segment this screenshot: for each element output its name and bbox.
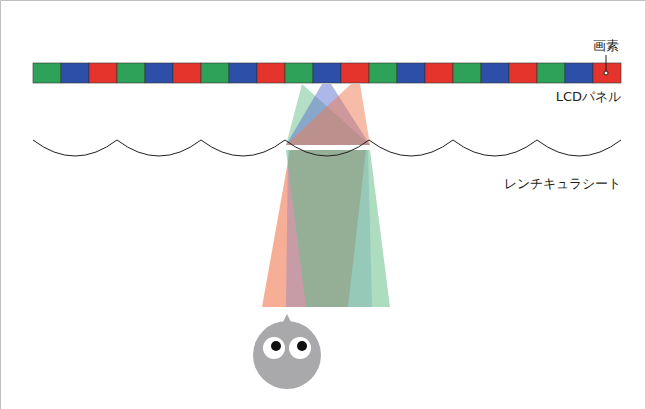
pixel	[593, 63, 621, 83]
pixel	[565, 63, 593, 83]
pixel	[369, 63, 397, 83]
pixel	[89, 63, 117, 83]
pixel	[341, 63, 369, 83]
light-cones	[262, 84, 390, 307]
pixel	[397, 63, 425, 83]
pixel	[61, 63, 89, 83]
lenticular-sheet	[33, 140, 621, 156]
pixel	[481, 63, 509, 83]
lcd-pixel-row	[33, 63, 621, 83]
pixel	[257, 63, 285, 83]
lens-sheet-label: レンチキュラシート	[504, 176, 621, 192]
pixel	[537, 63, 565, 83]
pixel-leader	[604, 55, 608, 75]
pixel	[145, 63, 173, 83]
viewer-face	[253, 314, 321, 389]
pixel	[509, 63, 537, 83]
pixel	[33, 63, 61, 83]
pixel	[425, 63, 453, 83]
pixel	[173, 63, 201, 83]
pixel-label: 画素	[593, 38, 619, 54]
pixel	[201, 63, 229, 83]
panel-label: LCDパネル	[556, 89, 621, 105]
pixel	[117, 63, 145, 83]
pixel	[229, 63, 257, 83]
pixel	[313, 63, 341, 83]
pixel	[285, 63, 313, 83]
pixel	[453, 63, 481, 83]
